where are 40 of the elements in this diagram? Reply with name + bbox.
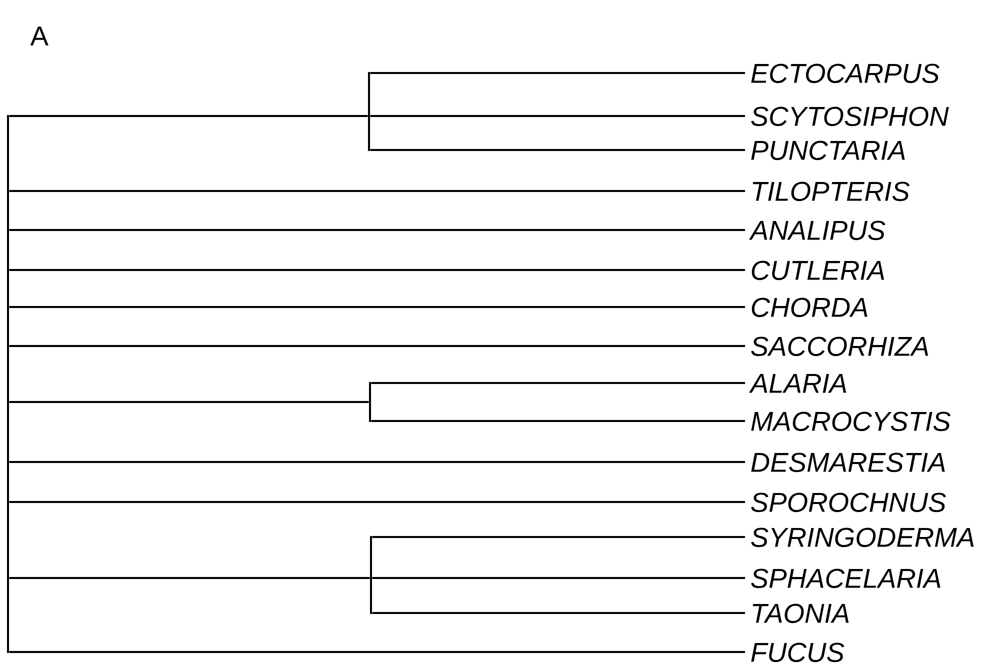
taxon-label: ANALIPUS [749,220,886,240]
taxon-label: DESMARESTIA [751,452,945,472]
branch-line [9,115,368,117]
branch-line [9,401,369,403]
taxon-label: MACROCYSTIS [751,412,951,432]
taxon-label: SYRINGODERMA [751,528,974,548]
branch-line [372,577,745,579]
taxon-label: ALARIA [749,374,846,393]
panel-letter: A [30,26,48,46]
taxon-label: SPHACELARIA [751,568,940,588]
taxon-label: TAONIA [752,604,849,624]
branch-line [372,612,745,614]
taxon-label: CHORDA [752,298,868,318]
taxon-label: SACCORHIZA [751,336,928,356]
taxon-label: SPOROCHNUS [751,492,946,512]
branch-line [370,115,745,117]
taxon-label: SCYTOSIPHON [751,106,949,126]
branch-line [370,72,745,74]
branch-line [372,536,745,538]
branch-line [371,420,745,422]
taxon-label: TILOPTERIS [752,182,910,202]
clade-line [7,115,9,653]
branch-line [370,149,745,151]
branch-line [9,306,745,308]
branch-line [9,461,745,463]
branch-line [9,345,745,347]
taxon-label: FUCUS [751,642,844,662]
branch-line [9,269,745,271]
branch-line [9,577,370,579]
clade-line [369,382,371,422]
taxon-label: PUNCTARIA [751,140,905,160]
clade-line [368,72,370,151]
taxon-label: ECTOCARPUS [751,64,940,84]
branch-line [371,382,745,384]
branch-line [9,229,745,231]
branch-line [9,501,745,503]
clade-line [370,536,372,614]
taxon-label: CUTLERIA [752,260,884,280]
branch-line [9,651,745,653]
branch-line [9,190,745,192]
